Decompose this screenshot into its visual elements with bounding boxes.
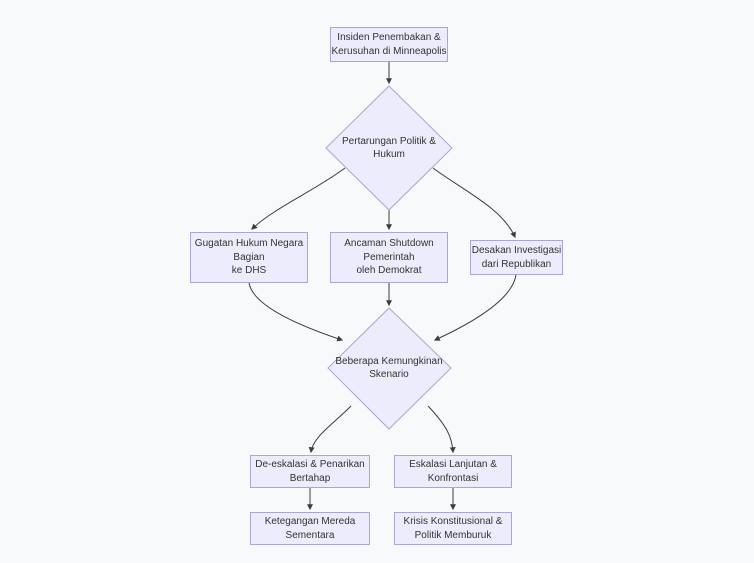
node-label-line: Bagian (233, 251, 265, 263)
node-label-line: Sementara (285, 529, 335, 541)
edge-skenario-deeskalasi (308, 405, 352, 454)
node-label-line: Insiden Penembakan & (337, 32, 441, 43)
node-label-line: Konfrontasi (427, 472, 479, 484)
edge-skenario-eskalasi (427, 405, 456, 454)
node-label-line: Politik Memburuk (414, 529, 492, 541)
node-label-line: Ketegangan Mereda (264, 516, 356, 527)
node-label-line: Ancaman Shutdown (344, 238, 434, 250)
node-krisis-konstitusional: Krisis Konstitusional & Politik Memburuk (394, 512, 512, 545)
node-label-line: Desakan Investigasi (471, 245, 562, 256)
node-label-line: Kerusuhan di Minneapolis (331, 45, 447, 57)
node-gugatan-hukum: Gugatan Hukum Negara Bagian ke DHS (190, 232, 308, 283)
decision-diamond-pertarungan (325, 85, 453, 211)
node-label-line: Bertahap (289, 472, 331, 484)
node-label-line: oleh Demokrat (356, 265, 422, 277)
node-label-line: De-eskalasi & Penarikan (255, 459, 365, 470)
node-label-line: Krisis Konstitusional & (403, 516, 503, 527)
node-label-line: dari Republikan (481, 258, 552, 270)
edge-gugatan-skenario (248, 282, 344, 342)
node-deeskalasi: De-eskalasi & Penarikan Bertahap (250, 455, 370, 488)
edge-pertarungan-desakan (432, 167, 516, 239)
node-eskalasi-lanjutan: Eskalasi Lanjutan & Konfrontasi (394, 455, 512, 488)
node-desakan-investigasi: Desakan Investigasi dari Republikan (470, 240, 563, 275)
node-label-line: Gugatan Hukum Negara (194, 238, 304, 250)
node-ketegangan-mereda: Ketegangan Mereda Sementara (250, 512, 370, 545)
decision-diamond-skenario (327, 307, 452, 430)
edge-pertarungan-gugatan (251, 167, 346, 230)
node-label-line: Eskalasi Lanjutan & (409, 459, 497, 470)
edge-desakan-skenario (433, 274, 517, 341)
node-insiden-penembakan: Insiden Penembakan & Kerusuhan di Minnea… (330, 27, 448, 62)
node-label-line: Pemerintah (363, 251, 415, 263)
node-label-line: ke DHS (231, 265, 267, 277)
node-ancaman-shutdown: Ancaman Shutdown Pemerintah oleh Demokra… (330, 232, 448, 283)
